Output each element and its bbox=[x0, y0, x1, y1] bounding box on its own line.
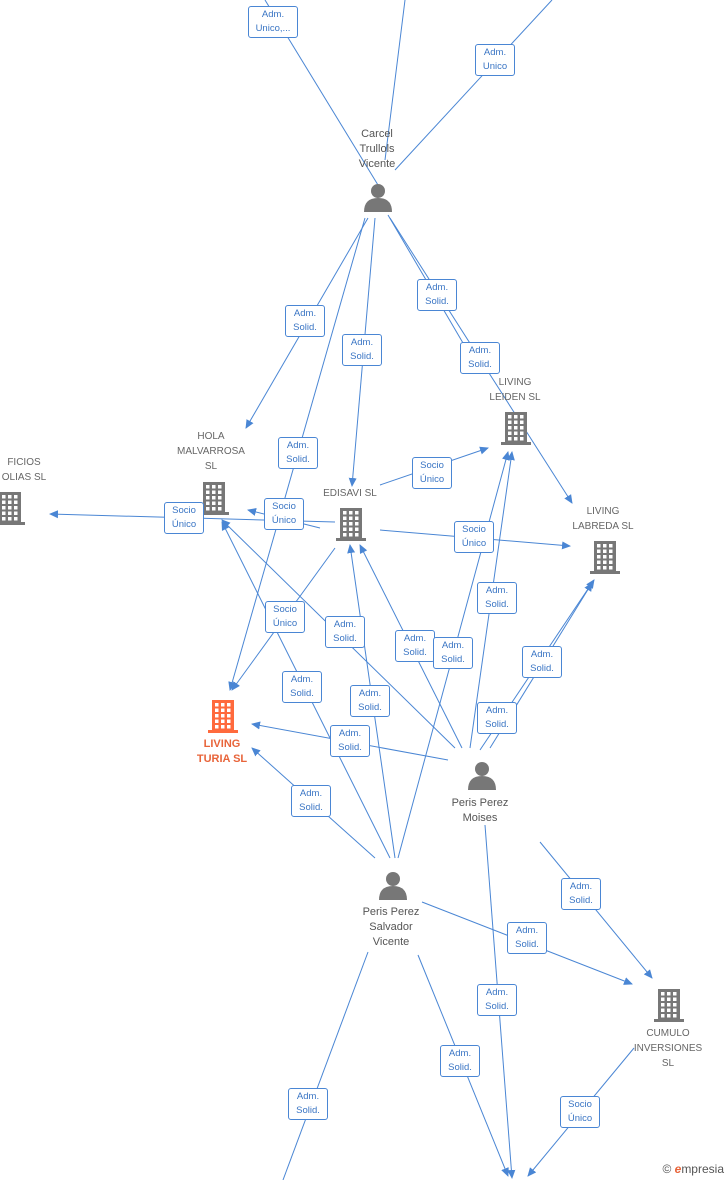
node-label-hola-malvarrosa[interactable]: HOLA MALVARROSA SL bbox=[177, 431, 245, 472]
edge-label[interactable]: Adm.Solid. bbox=[440, 1045, 480, 1077]
edge-label[interactable]: Adm.Solid. bbox=[395, 630, 435, 662]
building-icon[interactable] bbox=[208, 700, 238, 733]
edge-label[interactable]: Adm.Solid. bbox=[417, 279, 457, 311]
edge-label[interactable]: Adm.Solid. bbox=[477, 702, 517, 734]
edge-label[interactable]: Adm.Solid. bbox=[330, 725, 370, 757]
icons-layer bbox=[0, 184, 684, 1022]
node-label-peris-perez-salvador-vicente[interactable]: Peris Perez Salvador Vicente bbox=[362, 906, 420, 948]
person-icon[interactable] bbox=[379, 872, 407, 900]
node-label-carcel-trullols-vicente[interactable]: Carcel Trullols Vicente bbox=[358, 128, 396, 170]
node-label-ficios-olias[interactable]: FICIOS OLIAS SL bbox=[1, 457, 47, 483]
edge-label[interactable]: Adm.Solid. bbox=[342, 334, 382, 366]
edge-label[interactable]: Adm.Solid. bbox=[350, 685, 390, 717]
edges-layer bbox=[49, 0, 653, 1180]
edge-label[interactable]: Adm.Solid. bbox=[288, 1088, 328, 1120]
edge-label[interactable]: Adm.Solid. bbox=[282, 671, 322, 703]
edge-label[interactable]: Adm.Solid. bbox=[278, 437, 318, 469]
building-icon[interactable] bbox=[501, 412, 531, 445]
node-label-cumulo-inversiones[interactable]: CUMULO INVERSIONES SL bbox=[633, 1028, 703, 1069]
person-icon[interactable] bbox=[468, 762, 496, 790]
building-icon[interactable] bbox=[0, 492, 25, 525]
node-label-living-turia[interactable]: LIVING TURIA SL bbox=[196, 738, 248, 765]
edge-line bbox=[384, 0, 406, 161]
edge-label[interactable]: Adm.Solid. bbox=[285, 305, 325, 337]
edge-line bbox=[282, 951, 369, 1180]
building-icon[interactable] bbox=[654, 989, 684, 1022]
edge-line bbox=[539, 841, 653, 979]
edge-label[interactable]: Adm.Solid. bbox=[291, 785, 331, 817]
edge-label[interactable]: Adm.Solid. bbox=[477, 582, 517, 614]
edge-label[interactable]: Adm.Solid. bbox=[561, 878, 601, 910]
brand-name: mpresia bbox=[681, 1162, 724, 1176]
edge-label[interactable]: Adm.Solid. bbox=[507, 922, 547, 954]
person-icon[interactable] bbox=[364, 184, 392, 212]
building-icon[interactable] bbox=[590, 541, 620, 574]
edge-label[interactable]: Adm.Unico,... bbox=[248, 6, 298, 38]
edge-label[interactable]: Adm.Solid. bbox=[433, 637, 473, 669]
brand-logo[interactable]: © empresia bbox=[662, 1162, 724, 1176]
node-label-living-labreda[interactable]: LIVING LABREDA SL bbox=[572, 506, 634, 532]
building-icon[interactable] bbox=[199, 482, 229, 515]
node-label-living-leiden[interactable]: LIVING LEIDEN SL bbox=[489, 377, 541, 403]
edge-line bbox=[394, 0, 553, 171]
brand-initial: e bbox=[674, 1162, 682, 1176]
copyright-symbol: © bbox=[662, 1162, 672, 1176]
edge-label[interactable]: Adm.Solid. bbox=[477, 984, 517, 1016]
node-label-peris-perez-moises[interactable]: Peris Perez Moises bbox=[451, 797, 509, 824]
edge-label[interactable]: Adm.Unico bbox=[475, 44, 515, 76]
edge-label[interactable]: Adm.Solid. bbox=[522, 646, 562, 678]
node-label-edisavi[interactable]: EDISAVI SL bbox=[323, 488, 377, 499]
edge-label[interactable]: Adm.Solid. bbox=[325, 616, 365, 648]
building-icon[interactable] bbox=[336, 508, 366, 541]
edge-label[interactable]: Adm.Solid. bbox=[460, 342, 500, 374]
